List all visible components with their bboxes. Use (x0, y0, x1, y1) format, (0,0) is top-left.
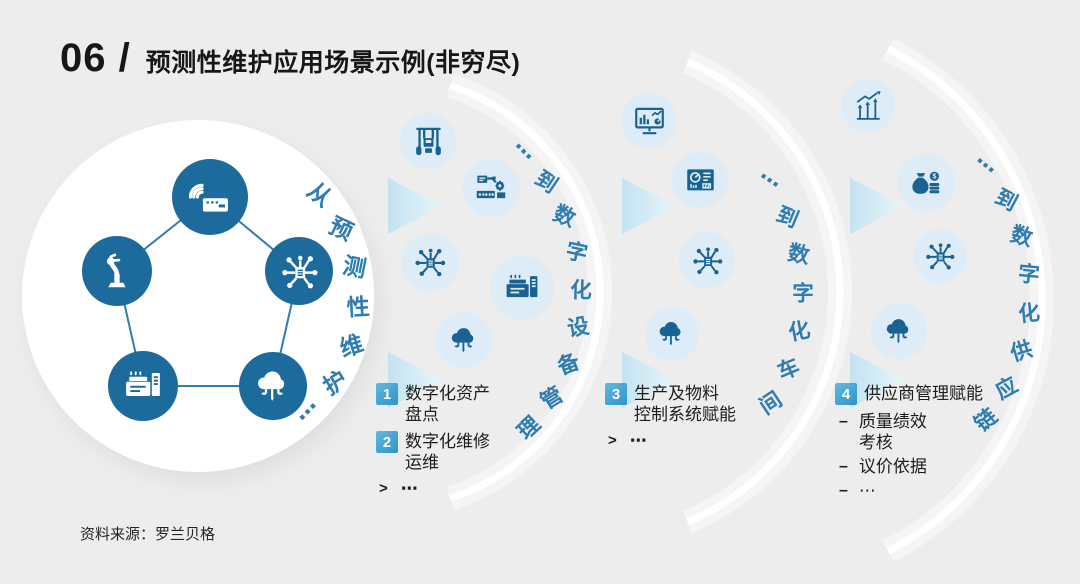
hub-arc-label-char: 性 (345, 293, 371, 321)
flow-arrows (388, 178, 904, 408)
robot-arm-icon (82, 236, 152, 306)
svg-text:$: $ (932, 172, 936, 181)
page-title: 06 / 预测性维护应用场景示例(非穷尽) (60, 36, 520, 81)
wifi-router-icon (172, 159, 248, 235)
bullet-dash-icon: – (839, 413, 848, 430)
stage-item: 4 供应商管理赋能 (835, 383, 1015, 405)
bullet-text: 质量绩效 考核 (858, 412, 927, 452)
bullet-text: 议价依据 (858, 457, 927, 476)
network-chip-icon (401, 233, 459, 291)
cloud-network-icon (871, 303, 927, 359)
production-machine-icon (462, 159, 520, 217)
money-bag-icon: $ (897, 153, 955, 211)
bullet-dash-icon: – (839, 482, 848, 499)
bullet-dash-icon: – (839, 458, 848, 475)
stage-3-arc-label-char: 字 (1017, 261, 1041, 288)
item-number-badge: 1 (376, 383, 398, 405)
source-note: 资料来源：罗兰贝格 (80, 526, 216, 543)
title-number: 06 / (60, 36, 131, 80)
network-chip-icon (913, 229, 967, 283)
item-bullet: –质量绩效 考核 (839, 411, 1015, 453)
item-number-badge: 3 (605, 383, 627, 405)
item-bullet: –议价依据 (839, 456, 1015, 477)
item-bullet: –⋯ (839, 480, 1015, 501)
title-text: 预测性维护应用场景示例(非穷尽) (145, 49, 521, 77)
item-text: 数字化维修 运维 (405, 432, 490, 472)
item-number-badge: 2 (376, 431, 398, 453)
cloud-network-icon (239, 352, 307, 420)
stage-1-arc-label-char: 设 (565, 314, 591, 342)
growth-chart-icon (841, 79, 895, 133)
network-chip-icon (265, 237, 333, 305)
more-row: >⋯ (379, 479, 556, 499)
more-marker-icon: > (608, 432, 617, 449)
stage-item: 3 生产及物料 控制系统赋能 (605, 383, 785, 425)
stage-1-arc-label-char: 化 (569, 277, 592, 303)
more-marker-icon: > (379, 480, 388, 497)
item-text: 生产及物料 控制系统赋能 (634, 384, 736, 424)
monitor-chart-icon (621, 93, 677, 149)
printer-copier-icon (490, 256, 554, 320)
stage-item: 1 数字化资产 盘点 (376, 383, 556, 425)
cloud-network-icon (645, 307, 699, 361)
stage-2-arc-label-char: 字 (792, 281, 814, 306)
stage-rings (446, 38, 1054, 562)
forklift-icon (400, 113, 456, 169)
more-dots: ⋯ (400, 479, 418, 498)
stage-3-arc-label-char: 化 (1017, 300, 1042, 327)
more-dots: ⋯ (629, 431, 647, 450)
stage-item: 2 数字化维修 运维 (376, 431, 556, 473)
printer-copier-icon (108, 351, 178, 421)
cloud-network-icon (436, 312, 492, 368)
item-number-badge: 4 (835, 383, 857, 405)
more-row: >⋯ (608, 431, 785, 451)
item-text: 供应商管理赋能 (864, 384, 983, 403)
network-chip-icon (679, 232, 735, 288)
dashboard-screen-icon (672, 152, 728, 208)
item-text: 数字化资产 盘点 (405, 384, 490, 424)
bullet-text: ⋯ (858, 481, 876, 500)
